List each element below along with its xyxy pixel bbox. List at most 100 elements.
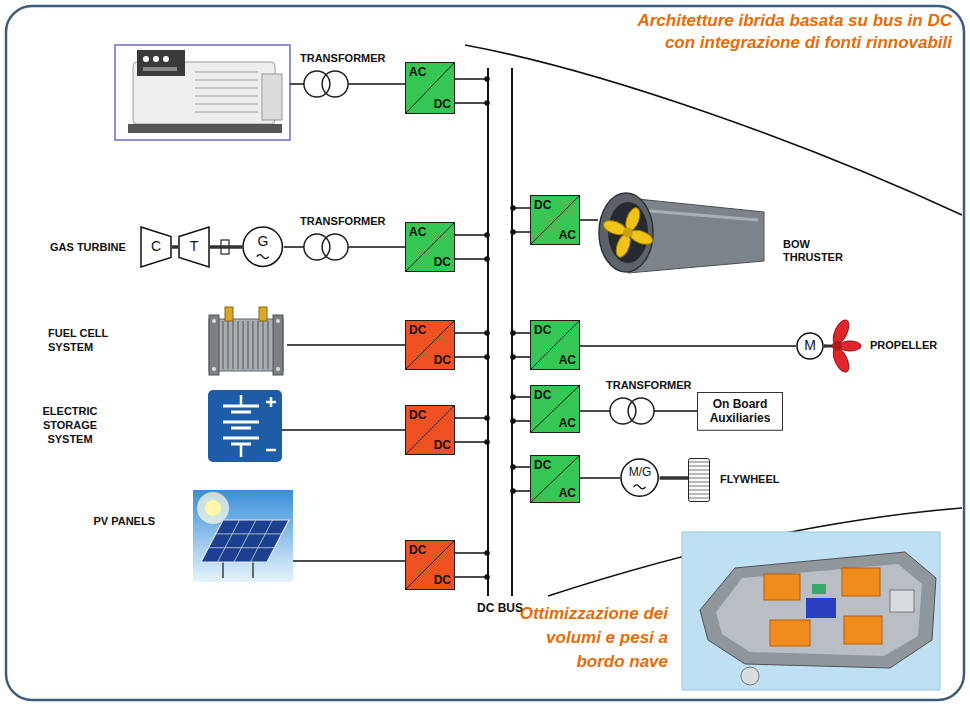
cell-plate xyxy=(232,321,234,369)
bus-label: DC BUS xyxy=(477,601,523,615)
wire-connector xyxy=(513,467,530,491)
converter-diagonal xyxy=(406,541,454,589)
gauge xyxy=(153,56,159,62)
picture-frame xyxy=(115,45,290,140)
converter-label: DC xyxy=(434,439,451,451)
ac-tilde xyxy=(634,485,646,489)
plus-sign xyxy=(266,397,276,407)
panel-grid xyxy=(216,533,282,534)
converter-label: AC xyxy=(559,354,576,366)
converter-body xyxy=(531,321,580,370)
flywheel-rib xyxy=(689,462,709,463)
wire-stub xyxy=(300,83,304,85)
cell-plate xyxy=(242,321,244,369)
cell-plate xyxy=(222,321,224,369)
converter-label: AC xyxy=(409,66,426,78)
converter-diagonal xyxy=(531,456,579,502)
region-curve xyxy=(465,45,962,215)
converter-label: DC xyxy=(534,459,551,471)
outer-frame xyxy=(6,6,964,700)
fuel-cell-icon: FUEL CELL SYSTEM xyxy=(205,305,287,377)
converter-box: DCDC xyxy=(405,405,455,455)
wire-connector xyxy=(580,477,620,479)
battery-lead xyxy=(240,444,243,457)
ship-hull xyxy=(700,552,936,668)
battery-plate xyxy=(231,411,251,414)
transformer-winding xyxy=(322,71,348,97)
diagram-title: Architetture ibrida basata su bus in DC … xyxy=(630,10,952,54)
cell-plate xyxy=(227,321,229,369)
wire-connector xyxy=(580,410,606,412)
shaft-connector xyxy=(210,245,242,249)
node-graphic xyxy=(205,305,287,377)
motor-generator-symbol: M/G xyxy=(620,458,659,497)
terminal xyxy=(259,307,267,321)
cell-plate xyxy=(262,321,264,369)
end-plate xyxy=(209,315,219,375)
battery-icon: ELECTRIC STORAGE SYSTEM xyxy=(208,390,282,462)
converter-label: DC xyxy=(434,574,451,586)
shaft-connector xyxy=(172,245,178,249)
battery-plate xyxy=(223,421,259,424)
node-graphic xyxy=(826,318,862,374)
converter-label: AC xyxy=(559,487,576,499)
converter-label: DC xyxy=(434,354,451,366)
transformer-label: TRANSFORMER xyxy=(300,215,386,228)
box-outline xyxy=(698,392,783,430)
bow-thruster-icon: BOW THRUSTER xyxy=(598,190,768,275)
generator-symbol: G xyxy=(242,226,283,267)
converter-body xyxy=(406,223,455,272)
component-label: ELECTRIC STORAGE SYSTEM xyxy=(35,405,105,446)
converter-body xyxy=(406,406,455,455)
generator-base xyxy=(128,124,282,133)
node-graphic xyxy=(606,397,658,425)
turbine-symbol: T xyxy=(178,226,210,268)
transformer-label: TRANSFORMER xyxy=(300,52,386,65)
wire-connector xyxy=(513,397,530,421)
cell-plate xyxy=(252,321,254,369)
propeller-icon: PROPELLER xyxy=(826,318,862,374)
end-plate xyxy=(273,315,283,375)
converter-label: AC xyxy=(409,226,426,238)
battery-lead xyxy=(240,395,243,406)
equipment-block xyxy=(844,616,882,644)
propeller-blade xyxy=(839,341,861,351)
bus-bar xyxy=(511,68,513,596)
grille-line xyxy=(195,103,258,105)
view-compass xyxy=(741,667,759,685)
panel-grid xyxy=(208,547,274,548)
wire-connector xyxy=(455,553,487,577)
cell-plate xyxy=(247,321,249,369)
converter-box: DCDC xyxy=(405,540,455,590)
panel-grid xyxy=(234,520,256,562)
panel-leg xyxy=(222,562,224,578)
equipment-block xyxy=(812,584,826,594)
node-graphic xyxy=(688,458,710,502)
transformer-label: TRANSFORMER xyxy=(606,379,692,392)
grille-line xyxy=(195,79,258,81)
converter-label: DC xyxy=(434,98,451,110)
minus-sign xyxy=(266,449,276,452)
equipment-block xyxy=(770,620,810,646)
bolt xyxy=(276,319,280,323)
sky xyxy=(193,490,293,582)
flywheel-rib xyxy=(689,478,709,479)
grille-line xyxy=(195,71,258,73)
node-graphic xyxy=(598,190,768,275)
ship-deck xyxy=(716,564,922,656)
battery-tile xyxy=(208,390,282,462)
machine-circle xyxy=(797,333,823,359)
converter-diagonal xyxy=(531,321,579,369)
wire-connector xyxy=(580,219,598,221)
gauge xyxy=(143,56,149,62)
flywheel-rib xyxy=(689,486,709,487)
cell-stack xyxy=(209,319,283,371)
terminal xyxy=(225,307,233,321)
converter-body xyxy=(531,456,580,503)
picture-ground xyxy=(682,532,940,690)
component-label: BOW THRUSTER xyxy=(783,238,853,266)
converter-box: DCAC xyxy=(530,195,580,245)
converter-diagonal xyxy=(406,63,454,113)
